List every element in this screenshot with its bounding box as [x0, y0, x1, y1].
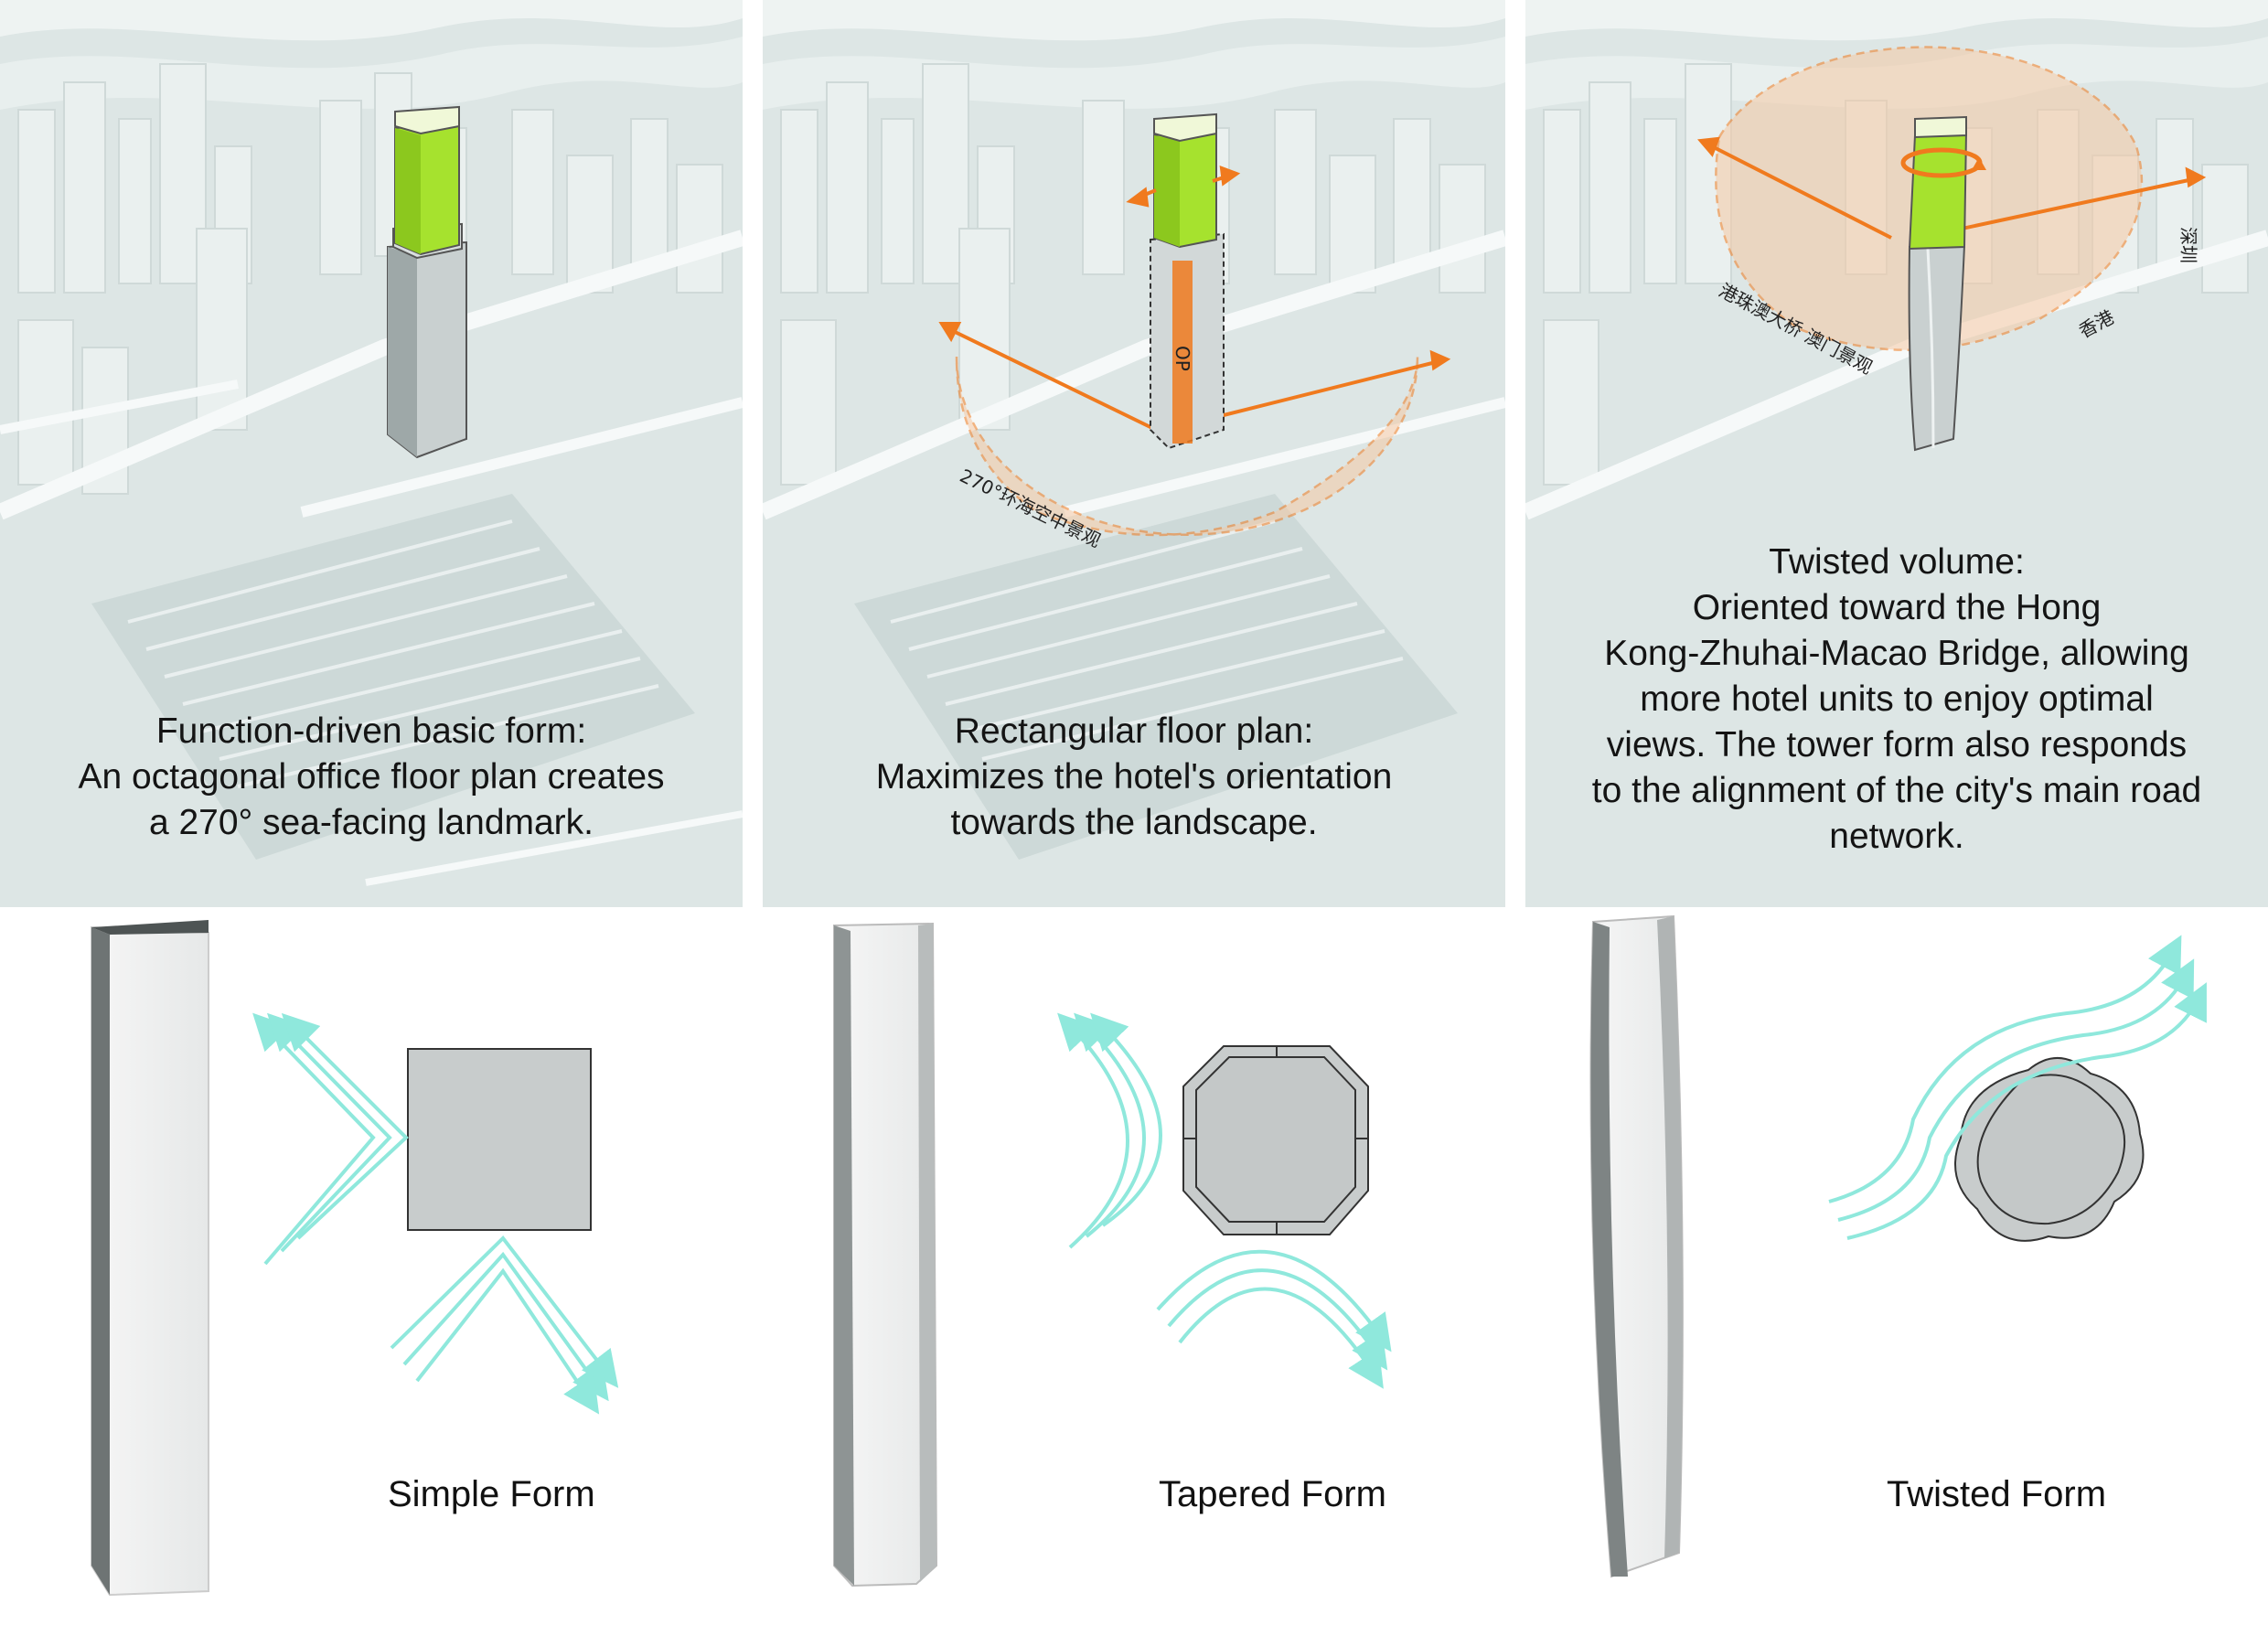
- caption-line: Twisted volume:: [1769, 542, 2025, 582]
- twisted-tower-elevation: [1589, 914, 1684, 1578]
- caption-line: Kong-Zhuhai-Macao Bridge, allowing: [1604, 634, 2189, 673]
- caption-line: An octagonal office floor plan creates: [78, 757, 665, 797]
- tapered-form-label: Tapered Form: [1159, 1474, 1386, 1514]
- view-direction-arrows: [938, 322, 1451, 432]
- simple-tower-elevation: [91, 920, 209, 1597]
- simple-form-plan: [407, 1048, 592, 1231]
- caption-line: more hotel units to enjoy optimal: [1640, 679, 2154, 719]
- caption-line: Oriented toward the Hong: [1692, 588, 2102, 627]
- view-label-top: 深圳: [2177, 227, 2199, 263]
- rotation-arrow: [1900, 147, 1986, 178]
- view-fan: [955, 356, 1419, 537]
- orientation-arrows: [1126, 165, 1241, 208]
- caption-line: Function-driven basic form:: [155, 711, 587, 751]
- site-context-illustration: [0, 0, 743, 907]
- site-context-illustration: 港珠澳大桥 澳门景观 香港 深圳: [1525, 0, 2268, 907]
- caption-line: a 270° sea-facing landmark.: [148, 803, 594, 842]
- panel-twisted-form-site: 港珠澳大桥 澳门景观 香港 深圳 Twisted volume: Oriente…: [1525, 0, 2268, 907]
- caption-line: towards the landscape.: [950, 803, 1318, 842]
- panel-tapered-form-site: OP 270°环海空中景观 Rectangular floor plan: Ma…: [763, 0, 1505, 907]
- tower-mark: OP: [1171, 346, 1193, 371]
- twisted-form-label: Twisted Form: [1887, 1474, 2107, 1514]
- caption-line: to the alignment of the city's main road: [1591, 771, 2202, 810]
- tapered-form-plan: [1182, 1045, 1369, 1235]
- panel-3-caption: Twisted volume: Oriented toward the Hong…: [1562, 540, 2231, 860]
- site-context-illustration: OP 270°环海空中景观: [763, 0, 1505, 907]
- panel-simple-form-site: Function-driven basic form: An octagonal…: [0, 0, 743, 907]
- panel-2-caption: Rectangular floor plan: Maximizes the ho…: [772, 709, 1496, 846]
- twisted-tower-model: [1908, 115, 1968, 452]
- wind-flow-lines: [1057, 1012, 1392, 1389]
- view-direction-arrows: [1697, 136, 2207, 240]
- panel-1-caption: Function-driven basic form: An octagonal…: [9, 709, 733, 846]
- caption-line: Rectangular floor plan:: [954, 711, 1314, 751]
- caption-line: network.: [1829, 817, 1964, 856]
- twisted-form-plan: [1954, 1057, 2145, 1242]
- simple-form-label: Simple Form: [388, 1474, 595, 1514]
- octagonal-tower-model: [387, 105, 467, 459]
- wind-flow-lines: [252, 1012, 619, 1415]
- caption-line: views. The tower form also responds: [1606, 725, 2188, 765]
- form-comparison-diagrams: [91, 914, 2207, 1597]
- tapered-tower-elevation: [833, 922, 938, 1588]
- wind-flow-lines: [1828, 935, 2207, 1240]
- rectangular-tower-model: OP: [1150, 112, 1225, 450]
- caption-line: Maximizes the hotel's orientation: [875, 757, 1393, 797]
